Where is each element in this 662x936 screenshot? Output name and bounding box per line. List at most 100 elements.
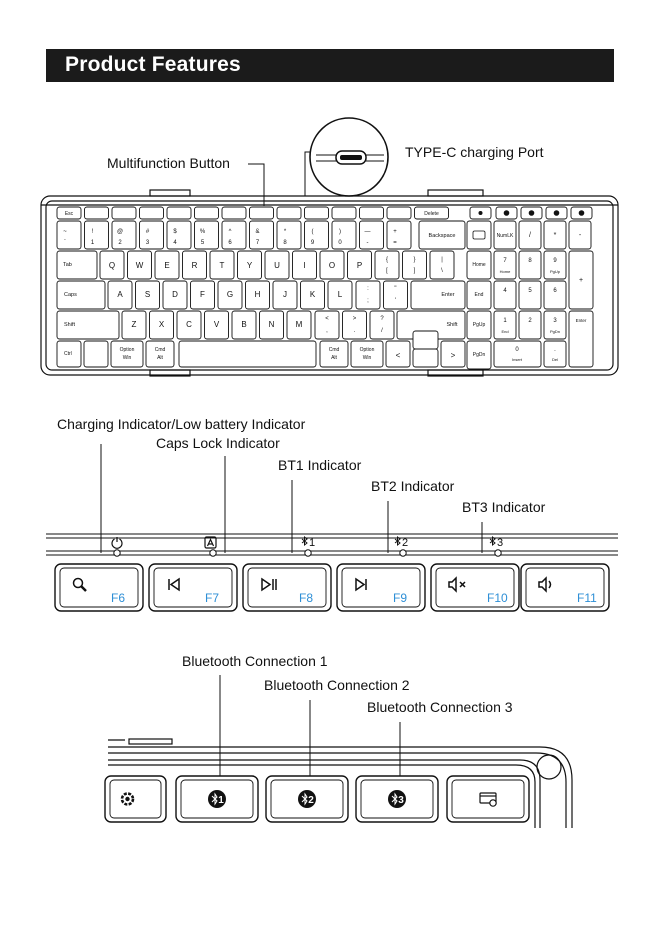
punct-shift: ? — [380, 316, 384, 322]
nav-label: End — [475, 292, 484, 298]
letter-label: P — [357, 261, 362, 270]
bracket-key — [374, 250, 400, 280]
fkey-label: F9 — [393, 591, 407, 605]
arrow-down-key — [412, 348, 439, 368]
numpad-key — [518, 280, 542, 310]
number-key-shift: + — [393, 229, 397, 235]
bt-key-number: 3 — [398, 795, 404, 806]
bracket-key — [429, 250, 455, 280]
fn-row-key — [276, 206, 302, 220]
punct-key — [342, 310, 367, 340]
punct-key — [355, 280, 381, 310]
number-key — [304, 220, 329, 250]
section-banner: Product Features — [46, 49, 614, 82]
letter-label: S — [145, 290, 150, 299]
numpad-number: 1 — [503, 318, 507, 324]
fn-row-key — [84, 206, 109, 220]
top-right-key-dot — [503, 210, 510, 216]
ctrl-label: Ctrl — [64, 351, 72, 357]
fkey-outer — [242, 563, 332, 612]
fn-row-key — [111, 206, 137, 220]
fkey-inner — [435, 567, 515, 608]
letter-label: L — [338, 290, 343, 299]
letter-key — [135, 280, 160, 310]
bracket-key — [402, 250, 427, 280]
nav-key — [466, 250, 492, 280]
cmd-sub-label: Alt — [331, 355, 337, 361]
enter-key — [410, 280, 466, 310]
letter-key — [237, 250, 262, 280]
arrow-right-glyph: > — [451, 351, 456, 360]
number-key — [249, 220, 274, 250]
punct-shift: " — [394, 286, 396, 292]
top-right-key-dot — [553, 210, 560, 216]
number-key-shift: # — [146, 229, 150, 235]
letter-label: G — [227, 290, 233, 299]
bt-row-key-outer — [446, 775, 530, 823]
bt-row-key-inner — [360, 779, 434, 819]
option-label: Option — [360, 347, 375, 353]
fkey-label: F7 — [205, 591, 219, 605]
letter-key — [190, 280, 215, 310]
number-key-shift: ( — [312, 229, 314, 235]
arrow-left-key — [385, 340, 411, 368]
number-key-base: 5 — [201, 240, 205, 246]
number-key — [331, 220, 357, 250]
bluetooth-2-icon: 2 — [298, 790, 316, 808]
number-key-shift: ~ — [63, 229, 67, 235]
search-icon — [72, 577, 87, 592]
backspace-key — [418, 220, 466, 250]
number-key-base: 3 — [146, 240, 150, 246]
numpad-key — [543, 310, 567, 340]
number-key-base: 8 — [283, 240, 287, 246]
punct-key — [314, 310, 340, 340]
number-key — [111, 220, 137, 250]
numpad-key — [518, 220, 542, 250]
numpad-enter-label: Enter — [576, 318, 587, 323]
letter-label: K — [310, 290, 316, 299]
label-bt-connection-2: Bluetooth Connection 2 — [264, 677, 410, 693]
arrow-left-glyph: < — [396, 351, 401, 360]
numpad-label: * — [554, 232, 557, 239]
mute-icon — [448, 576, 466, 593]
shift-left-key — [56, 310, 120, 340]
letter-key — [286, 310, 312, 340]
settings-gear-icon — [120, 792, 135, 806]
numpad-key — [518, 250, 542, 280]
letter-key — [107, 280, 133, 310]
fn-row-key — [166, 206, 192, 220]
number-key-shift: — — [365, 229, 371, 235]
bluetooth-indicator-icons — [301, 535, 496, 547]
indicator-bar — [46, 533, 618, 556]
enter-label: Enter — [441, 292, 454, 298]
fn-row-key — [359, 206, 384, 220]
letter-key — [182, 250, 207, 280]
fn-row-key-label: Delete — [424, 211, 439, 217]
power-icon — [111, 537, 123, 549]
label-multifunction-button: Multifunction Button — [107, 155, 230, 171]
punct-key — [369, 310, 395, 340]
bt-row-key-inner — [109, 779, 162, 819]
label-bt3-indicator: BT3 Indicator — [462, 499, 546, 515]
cmd-sub-label: Alt — [157, 355, 163, 361]
number-key-base: 0 — [338, 240, 342, 246]
bt-row-key-inner — [180, 779, 254, 819]
bt1-mark: 1 — [309, 537, 315, 549]
letter-label: F — [200, 290, 205, 299]
fn-row-key — [414, 206, 449, 220]
fkey-outer — [520, 563, 610, 612]
fkey-inner — [341, 567, 421, 608]
caps-lock-icon — [204, 536, 217, 549]
fn-row-key-label: Esc — [65, 211, 74, 217]
nav-label: PgDn — [473, 352, 486, 358]
fn-row-key — [304, 206, 329, 220]
space-key — [178, 340, 317, 368]
numpad-zero-sub: Insert — [512, 357, 523, 362]
number-key — [139, 220, 164, 250]
fn-row-key — [221, 206, 247, 220]
letter-key — [99, 250, 125, 280]
cmd-right-key — [319, 340, 349, 368]
numpad-key — [568, 220, 592, 250]
bluetooth-3-icon: 3 — [388, 790, 406, 808]
